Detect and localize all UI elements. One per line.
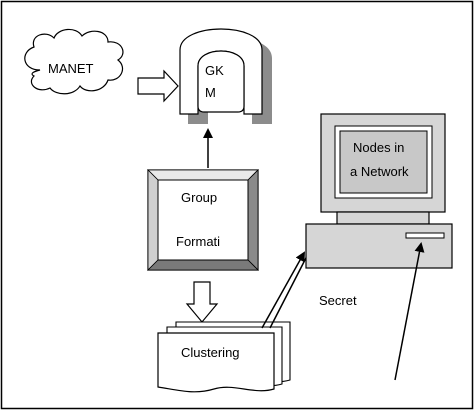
bevel-left <box>147 169 159 271</box>
frame-inner-box <box>157 179 249 261</box>
disk-drive-slot <box>405 232 445 239</box>
arch-inner-box <box>197 50 245 113</box>
bevel-bottom <box>147 259 259 271</box>
monitor-stand <box>336 211 430 225</box>
computer-label-line1: Nodes in <box>353 140 404 155</box>
gkm-label-line2: M <box>205 85 216 100</box>
group-formation-label-line2: Formati <box>176 234 220 249</box>
secret-label: Secret <box>319 293 357 308</box>
arrow-secret-2 <box>269 255 308 329</box>
monitor-screen <box>339 130 428 194</box>
clustering-node: Clustering <box>157 321 291 393</box>
desktop-computer-icon: Nodes in a Network <box>305 113 453 269</box>
block-arrow-down-icon <box>185 281 219 323</box>
manet-cloud: MANET <box>24 28 124 95</box>
clustering-label: Clustering <box>181 345 240 360</box>
gkm-node: GK M <box>179 28 272 124</box>
arrow-to-disk-drive <box>394 242 425 381</box>
bevel-right <box>247 169 259 271</box>
gkm-label-line1: GK <box>205 63 224 78</box>
document-stack-icon <box>157 332 275 393</box>
bevel-top <box>147 169 259 181</box>
arrow-secret-1 <box>261 251 305 329</box>
group-formation-label-line1: Group <box>181 190 217 205</box>
block-arrow-right-icon <box>137 69 179 103</box>
group-formation-node: Group Formati <box>147 169 259 271</box>
manet-label: MANET <box>48 61 94 76</box>
cloud-shape-icon <box>24 28 124 95</box>
computer-label-line2: a Network <box>350 164 409 179</box>
system-unit <box>305 223 453 269</box>
